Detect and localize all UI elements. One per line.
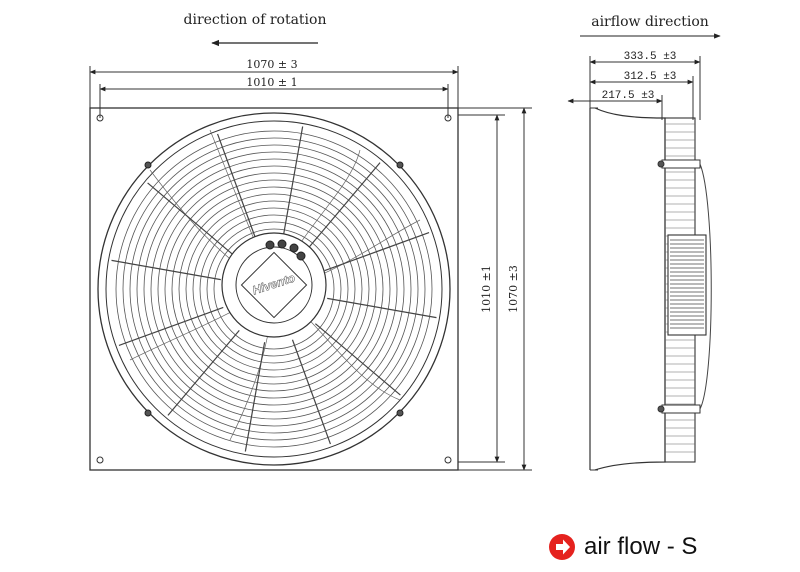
- airflow-legend: air flow - S: [548, 530, 697, 564]
- guard-ring: [115, 130, 433, 448]
- depth-short-label: 217.5 ±3: [602, 90, 655, 102]
- airflow-label: airflow direction: [591, 14, 709, 30]
- mounting-hole: [444, 456, 452, 464]
- guard-spoke: [167, 329, 240, 416]
- mounting-hole: [96, 456, 104, 464]
- guard-ring: [143, 158, 405, 420]
- guard-spoke: [291, 339, 331, 445]
- guard-spoke: [314, 323, 401, 396]
- guard-ring: [157, 172, 391, 406]
- terminal-box: [265, 239, 306, 261]
- guard-ring: [178, 193, 370, 385]
- guard-spoke: [217, 133, 257, 239]
- motor-fins: [670, 239, 704, 329]
- guard-ring: [213, 228, 335, 350]
- legend-label: air flow - S: [584, 533, 698, 560]
- nozzle-ring-inner: [105, 120, 443, 458]
- guard-spoke: [324, 232, 430, 272]
- guard-spoke: [244, 342, 266, 452]
- mounting-bracket: [661, 404, 701, 414]
- front-view: direction of rotation 1070 ± 3 1010 ± 1 …: [89, 12, 532, 471]
- guard-spoke: [282, 126, 304, 236]
- guard-ring: [136, 151, 412, 427]
- guard-spoke: [327, 297, 437, 319]
- guard-spoke: [111, 259, 221, 281]
- guard-ring: [185, 200, 363, 378]
- guard-ring: [129, 144, 419, 434]
- guard-ring: [206, 221, 342, 357]
- guard-spoke: [147, 182, 234, 255]
- motor-square-flange: [240, 251, 308, 319]
- width-outer-label: 1070 ± 3: [246, 58, 297, 71]
- height-inner-label: 1010 ±1: [480, 265, 493, 313]
- nozzle-ring-outer: [97, 112, 451, 466]
- technical-drawing: direction of rotation 1070 ± 3 1010 ± 1 …: [89, 12, 721, 471]
- mounting-bracket: [661, 159, 701, 169]
- arrow-right-circle-icon: [549, 534, 575, 560]
- guard-grille: [115, 130, 433, 448]
- width-inner-label: 1010 ± 1: [246, 76, 297, 89]
- mounting-hole: [444, 114, 452, 122]
- guard-ring: [199, 214, 349, 364]
- guard-ring: [192, 207, 356, 371]
- guard-spoke: [118, 306, 224, 346]
- mounting-hole: [96, 114, 104, 122]
- guard-ring: [171, 186, 377, 392]
- guard-ring: [150, 165, 398, 413]
- guard-spoke: [308, 162, 381, 249]
- guard-ring: [122, 137, 426, 441]
- side-view: airflow direction 333.5 ±3 312.5 ±3 217.…: [567, 14, 721, 471]
- guard-ring: [164, 179, 384, 399]
- depth-total-label: 333.5 ±3: [624, 51, 677, 63]
- nozzle-profile: [589, 107, 666, 471]
- height-outer-label: 1070 ±3: [507, 265, 520, 313]
- mounting-plate: [89, 107, 459, 471]
- guard-spokes: [111, 126, 437, 452]
- depth-mid-label: 312.5 ±3: [624, 71, 677, 83]
- ring-bolts: [144, 161, 404, 417]
- rotation-label: direction of rotation: [184, 12, 327, 28]
